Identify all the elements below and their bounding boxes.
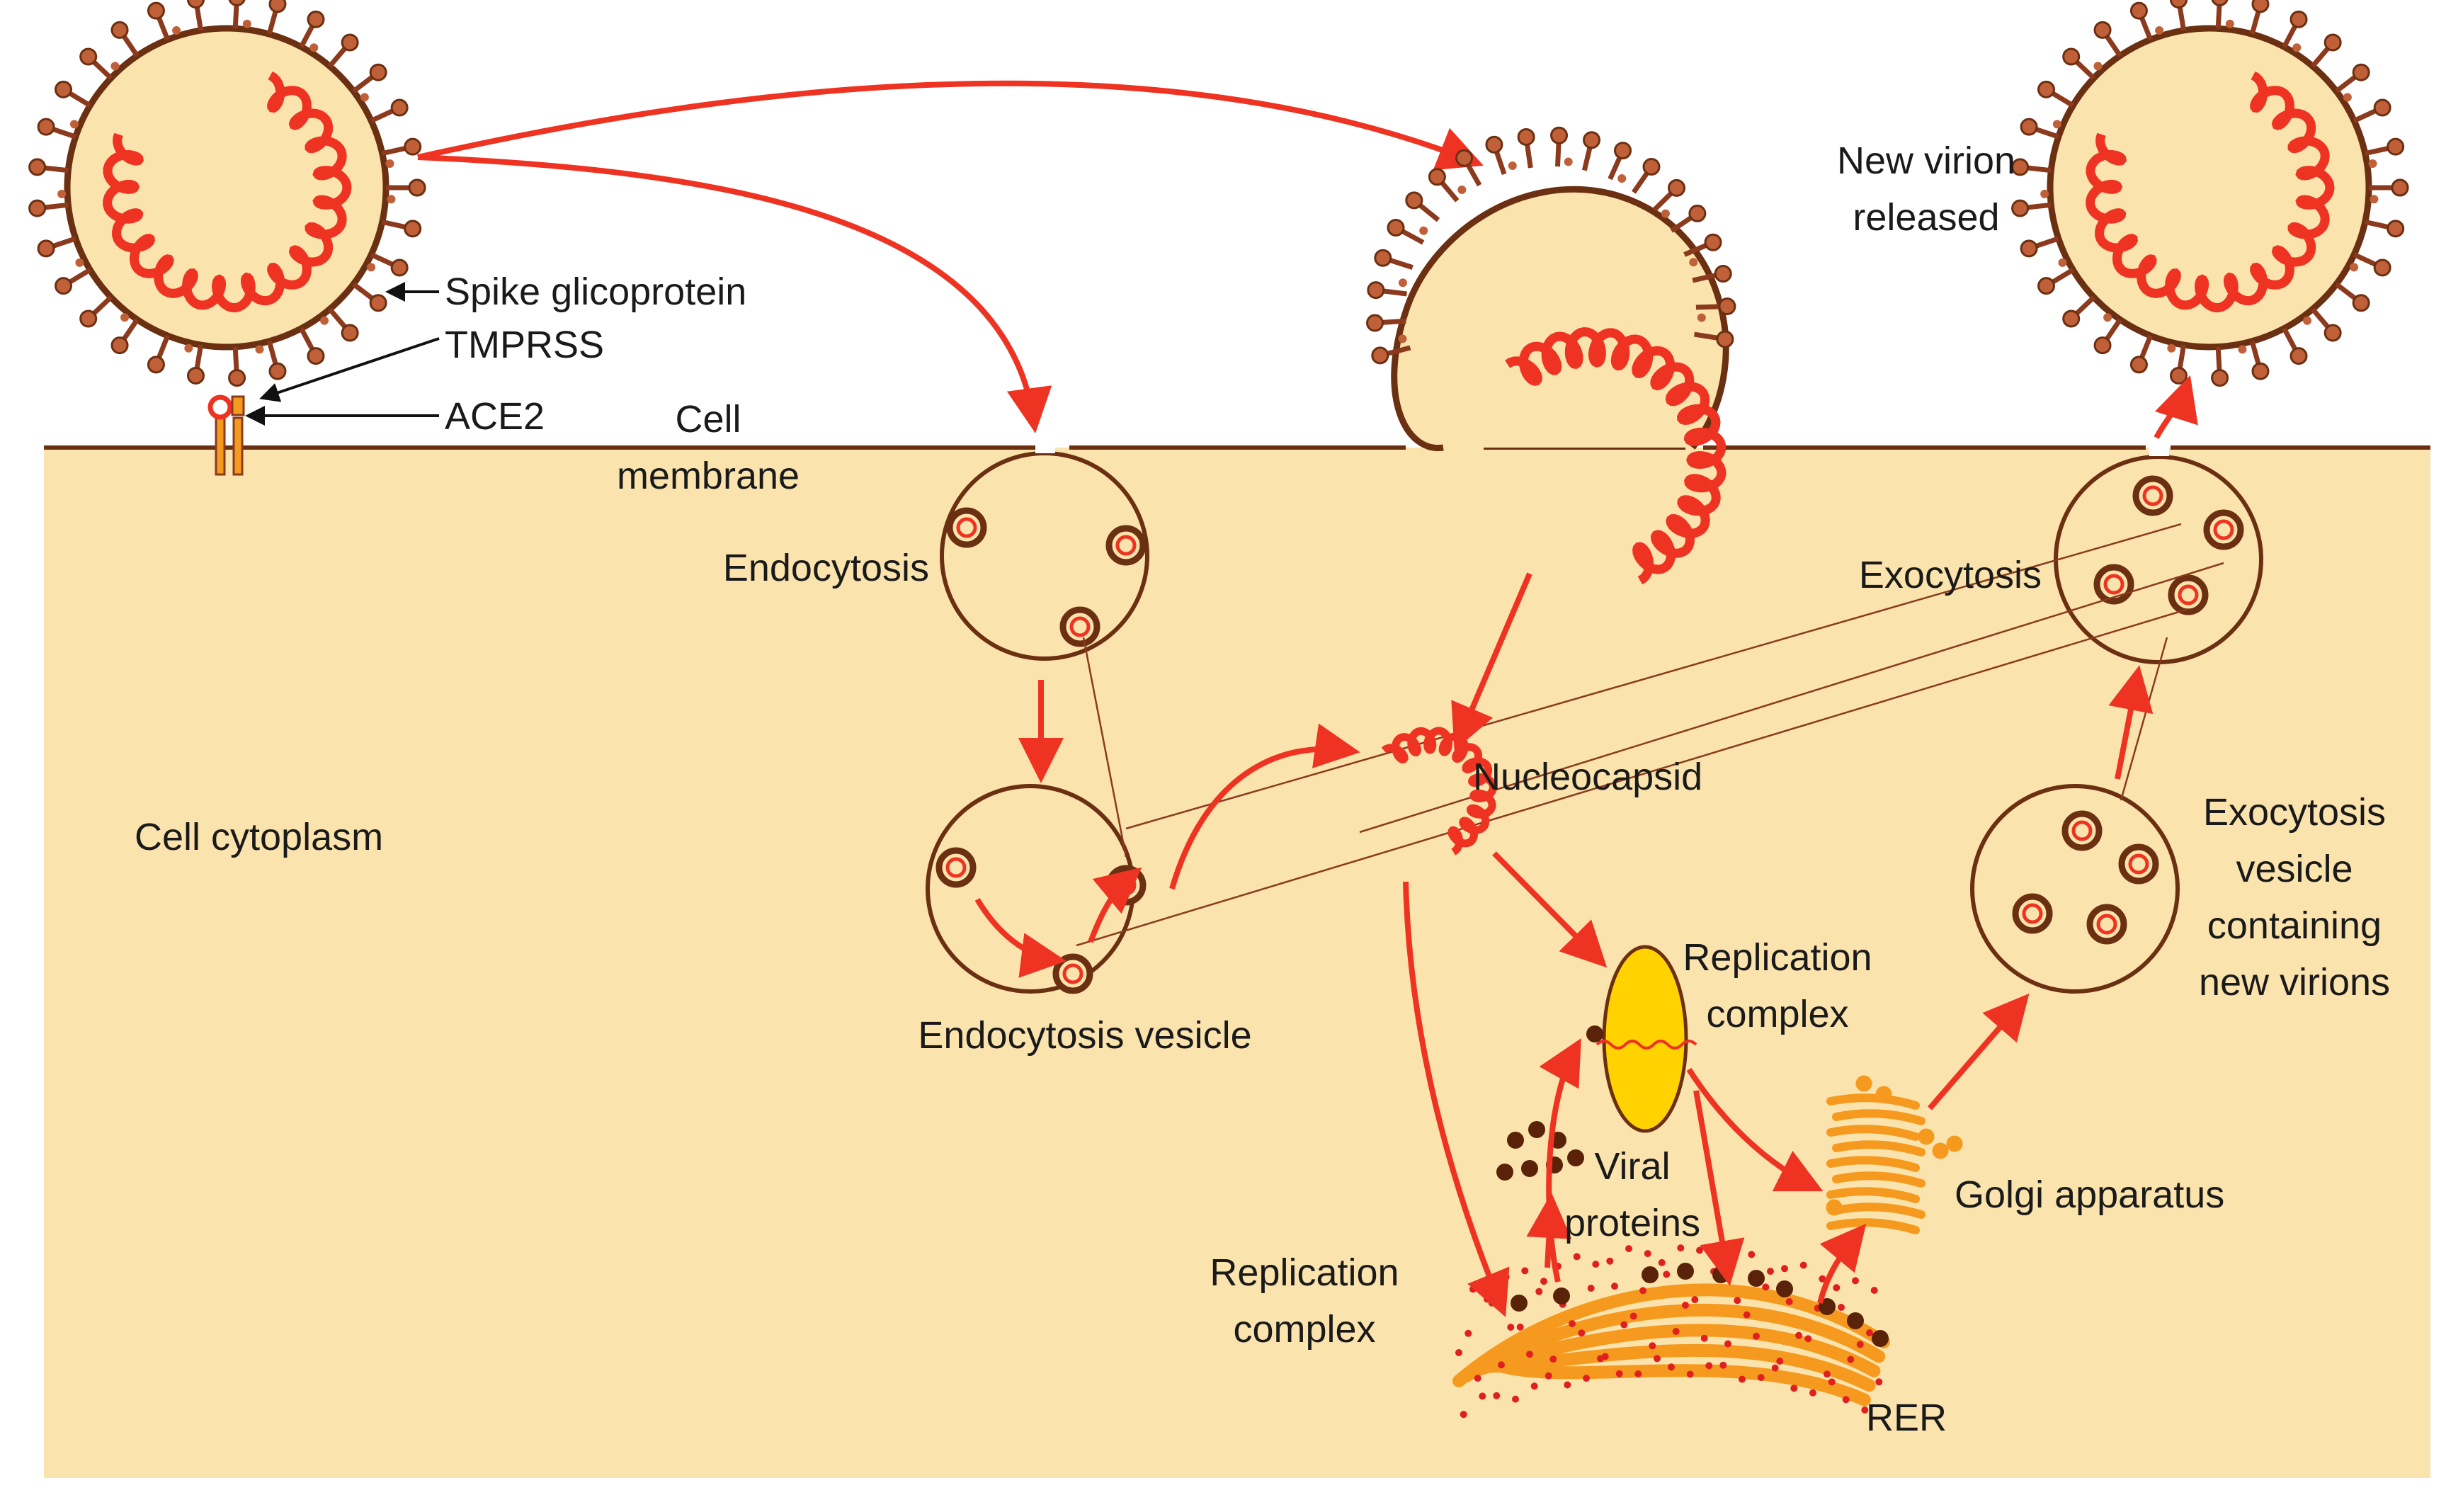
arrow-virion-to-fusion <box>417 80 1484 171</box>
virion-spikes <box>1366 126 1736 365</box>
label-replication-complex-top-2: complex <box>1706 993 1848 1035</box>
label-exocytosis: Exocytosis <box>1859 554 2042 596</box>
label-endocytosis-vesicle: Endocytosis vesicle <box>918 1014 1251 1057</box>
label-exo-vesicle-2: vesicle <box>2236 848 2353 890</box>
label-cell-membrane-2: membrane <box>617 455 800 497</box>
label-cell-cytoplasm: Cell cytoplasm <box>135 816 383 858</box>
mini-virions <box>2093 475 2244 615</box>
text-labels: Spike glicoprotein TMPRSS ACE2 Cell memb… <box>135 140 2390 1439</box>
virion-rna-coil <box>103 71 352 313</box>
arrow-virion-to-endocytosis <box>417 154 1052 433</box>
label-spike: Spike glicoprotein <box>445 271 746 313</box>
process-arrows <box>974 375 2198 1317</box>
label-replication-complex-left-1: Replication <box>1210 1251 1399 1294</box>
virion-membrane-fusion <box>1366 126 1736 585</box>
ace2-receptor-icon <box>207 394 245 476</box>
mini-virions <box>2012 810 2159 945</box>
virion-rna-coil <box>2086 71 2335 313</box>
label-viral-proteins-2: proteins <box>1564 1202 1700 1244</box>
nucleocapsid-rna-coil <box>1381 727 1498 856</box>
released-rna-coil <box>1505 326 1727 585</box>
label-pointers <box>245 282 440 426</box>
label-nucleocapsid: Nucleocapsid <box>1473 756 1702 798</box>
label-new-virion-1: New virion <box>1837 140 2015 182</box>
mini-virions <box>946 507 1147 647</box>
label-exo-vesicle-3: containing <box>2207 904 2382 947</box>
label-replication-complex-left-2: complex <box>1233 1308 1375 1351</box>
endocytosis-circle <box>940 445 1149 661</box>
label-ace2: ACE2 <box>445 395 545 438</box>
virion-spikes <box>28 0 426 387</box>
label-exo-vesicle-1: Exocytosis <box>2203 791 2386 834</box>
rough-endoplasmic-reticulum <box>1452 1244 1890 1419</box>
label-exo-vesicle-4: new virions <box>2199 961 2390 1004</box>
exocytosis-circle <box>2054 446 2263 664</box>
zoom-lines <box>1076 523 2224 947</box>
label-endocytosis: Endocytosis <box>723 547 929 589</box>
replication-complex-ellipse <box>1586 945 1697 1133</box>
virion-top-left <box>28 0 426 387</box>
virion-top-right <box>2011 0 2409 387</box>
exocytosis-vesicle-circle <box>1970 784 2180 994</box>
label-golgi: Golgi apparatus <box>1955 1173 2224 1216</box>
label-tmprss: TMPRSS <box>445 324 604 366</box>
label-cell-membrane-1: Cell <box>675 398 741 440</box>
label-replication-complex-top-1: Replication <box>1683 936 1872 979</box>
label-viral-proteins-1: Viral <box>1594 1145 1670 1188</box>
label-rer: RER <box>1866 1397 1947 1439</box>
label-new-virion-2: released <box>1853 196 1999 239</box>
